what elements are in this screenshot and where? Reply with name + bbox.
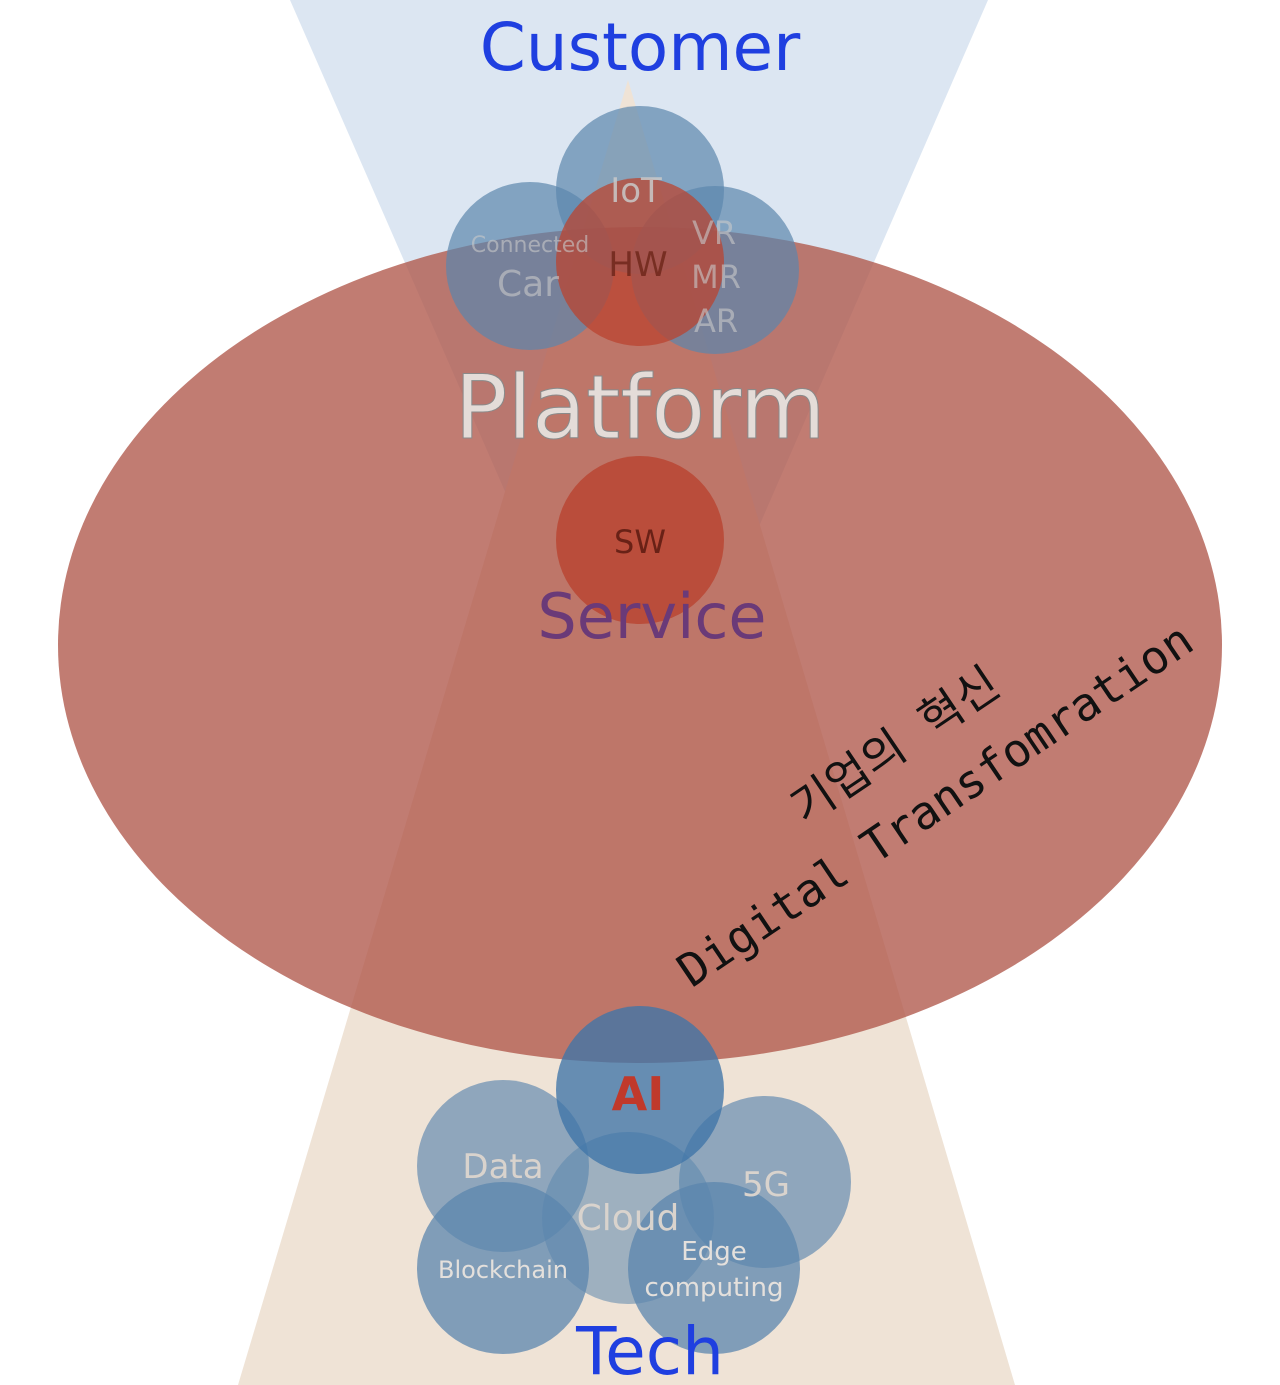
platform-ellipse: [58, 227, 1222, 1063]
ai-label: AI: [612, 1067, 665, 1121]
hw-circle: [556, 178, 724, 346]
sw-label: SW: [614, 523, 666, 561]
blockchain-circle: [417, 1182, 589, 1354]
tech-label: Tech: [575, 1313, 724, 1385]
data-label: Data: [462, 1147, 543, 1187]
cloud-label: Cloud: [577, 1198, 680, 1239]
edge-label-line2: computing: [645, 1273, 784, 1303]
edge-computing-circle: [628, 1182, 800, 1354]
xr-label-line1: VR: [692, 214, 736, 252]
top-cluster: [446, 106, 799, 354]
edge-label-line1: Edge: [681, 1237, 746, 1267]
xr-label-line2: MR: [691, 258, 741, 296]
sw-circle: [556, 456, 724, 624]
ai-circle: [556, 1006, 724, 1174]
connected-car-label-line2: Car: [497, 264, 559, 305]
platform-title: Platform: [454, 356, 825, 459]
customer-label: Customer: [480, 9, 801, 86]
five-g-label: 5G: [742, 1165, 790, 1205]
blockchain-label: Blockchain: [438, 1256, 568, 1284]
hw-label: HW: [608, 245, 667, 285]
bottom-cluster: [417, 1006, 851, 1354]
iot-label: IoT: [610, 171, 662, 211]
connected-car-label-line1: Connected: [471, 233, 589, 258]
xr-label-line3: AR: [694, 302, 738, 340]
service-label: Service: [537, 580, 766, 653]
